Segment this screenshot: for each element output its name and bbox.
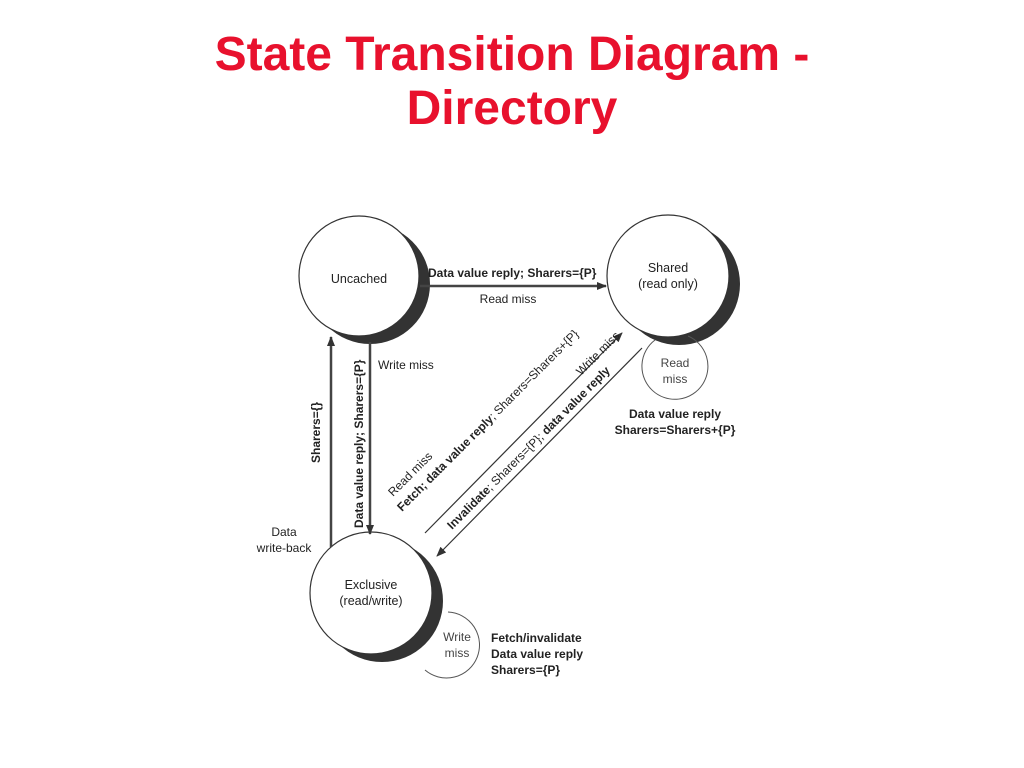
state-uncached-label: Uncached — [331, 272, 387, 286]
exclusive-self-loop — [424, 611, 480, 679]
state-shared: Shared (read only) — [606, 214, 740, 345]
exclusive-self-action-1: Fetch/invalidate — [491, 631, 582, 645]
arrow-exclusive-to-shared — [424, 332, 623, 534]
exclusive-self-event-1: Write — [443, 630, 471, 644]
shared-to-exclusive-action-mid: ; Sharers={P}; — [483, 428, 548, 493]
transition-exclusive-self: Write miss Fetch/invalidate Data value r… — [424, 611, 583, 679]
state-exclusive: Exclusive (read/write) — [309, 531, 443, 662]
exclusive-to-uncached-event-1: Data — [271, 525, 297, 539]
state-uncached-circle — [298, 215, 420, 337]
transition-exclusive-to-uncached: Sharers={} Data write-back — [256, 336, 335, 555]
uncached-to-shared-event: Read miss — [480, 292, 537, 306]
shared-to-exclusive-action-bold-1: Invalidate — [444, 483, 493, 532]
uncached-to-exclusive-action: Data value reply; Sharers={P} — [352, 359, 366, 528]
shared-to-exclusive-action-bold-2: data value reply — [539, 363, 613, 437]
uncached-to-shared-action: Data value reply; Sharers={P} — [428, 266, 597, 280]
slide-title: State Transition Diagram - Directory — [0, 28, 1024, 136]
state-shared-circle — [606, 214, 730, 338]
state-uncached: Uncached — [298, 215, 430, 344]
shared-self-action-2: Sharers=Sharers+{P} — [615, 423, 736, 437]
exclusive-self-action-3: Sharers={P} — [491, 663, 560, 677]
shared-self-event-1: Read — [661, 356, 690, 370]
state-exclusive-label-1: Exclusive — [345, 578, 398, 592]
transition-shared-self: Read miss Data value reply Sharers=Share… — [615, 335, 736, 437]
shared-self-loop — [641, 335, 709, 400]
shared-self-action-1: Data value reply — [629, 407, 721, 421]
exclusive-to-uncached-event-2: write-back — [256, 541, 313, 555]
shared-self-event-2: miss — [663, 372, 688, 386]
state-exclusive-circle — [309, 531, 433, 655]
exclusive-self-event-2: miss — [445, 646, 470, 660]
title-line-2: Directory — [406, 82, 618, 135]
state-shared-label-2: (read only) — [638, 277, 698, 291]
state-exclusive-label-2: (read/write) — [339, 594, 402, 608]
title-line-1: State Transition Diagram - — [214, 28, 810, 81]
transition-uncached-to-shared: Data value reply; Sharers={P} Read miss — [420, 266, 607, 306]
arrow-shared-to-exclusive — [436, 347, 643, 557]
uncached-to-exclusive-event: Write miss — [378, 358, 434, 372]
exclusive-to-uncached-action: Sharers={} — [309, 402, 323, 463]
transition-uncached-to-exclusive: Data value reply; Sharers={P} Write miss — [352, 342, 434, 535]
exclusive-self-action-2: Data value reply — [491, 647, 583, 661]
state-shared-label-1: Shared — [648, 261, 688, 275]
